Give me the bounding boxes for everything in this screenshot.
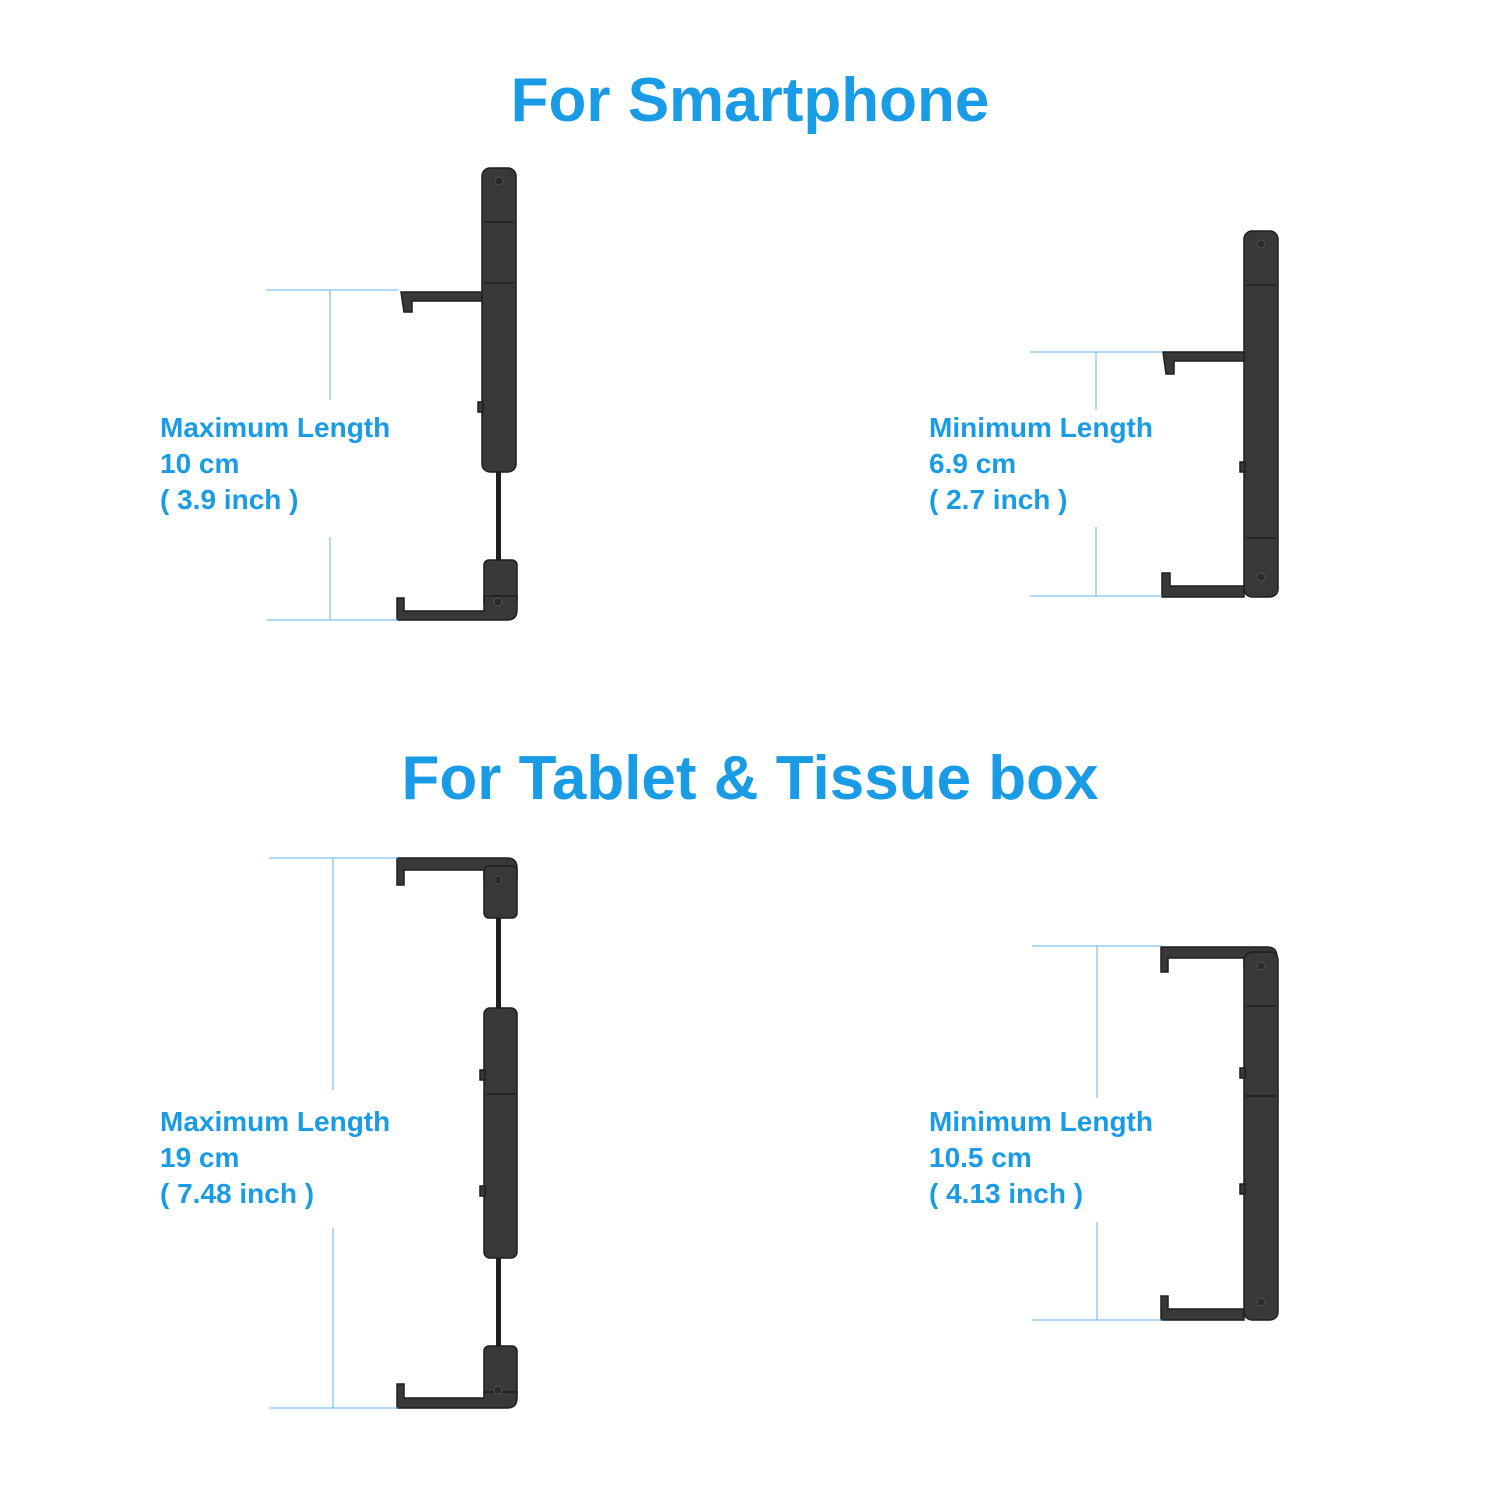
screw-icon [1256,961,1266,971]
label-imperial: ( 7.48 inch ) [160,1178,315,1209]
label-title: Minimum Length [929,1106,1153,1137]
screw-icon [493,875,503,885]
extension-rod [496,1258,501,1348]
smartphone-heading: For Smartphone [510,66,990,135]
holder-tablet-max [396,857,518,1409]
holder-body [481,167,517,473]
upper-clamp-arm [400,291,483,313]
label-title: Maximum Length [160,412,391,443]
side-button [479,1185,486,1197]
side-button [1239,1067,1246,1079]
lower-clamp-arm [396,595,518,621]
screw-icon [493,1385,503,1395]
dimension-guide-smartphone-min [1030,351,1162,597]
holder-smartphone-min [1161,230,1279,598]
label-title: Maximum Length [160,1106,391,1137]
label-imperial: ( 4.13 inch ) [929,1178,1084,1209]
dimension-label-smartphone-min: Minimum Length 6.9 cm ( 2.7 inch ) [929,410,1153,518]
screw-icon [494,176,504,186]
label-metric: 6.9 cm [929,448,1017,479]
upper-clamp-arm [1162,351,1245,375]
label-imperial: ( 3.9 inch ) [160,484,299,515]
tablet-heading: For Tablet & Tissue box [401,744,1099,813]
label-metric: 10 cm [160,448,240,479]
screw-icon [1256,1297,1266,1307]
screw-icon [1256,239,1266,249]
holder-tablet-min [1160,946,1279,1321]
label-imperial: ( 2.7 inch ) [929,484,1068,515]
dimension-guide-tablet-max [269,857,398,1409]
screw-icon [1256,572,1266,582]
screw-icon [493,597,503,607]
holder-body [1243,951,1279,1321]
dimension-label-tablet-min: Minimum Length 10.5 cm ( 4.13 inch ) [929,1104,1153,1212]
dimension-guide-tablet-min [1032,945,1162,1321]
label-metric: 10.5 cm [929,1142,1032,1173]
holder-body [483,1007,518,1259]
lower-clamp-arm [396,1383,518,1409]
extension-rod [496,918,501,1010]
label-metric: 19 cm [160,1142,240,1173]
side-button [477,401,484,413]
dimension-label-tablet-max: Maximum Length 19 cm ( 7.48 inch ) [160,1104,390,1212]
label-title: Minimum Length [929,412,1153,443]
side-button [1239,1183,1246,1195]
upper-clamp-block [483,865,518,919]
dimension-label-smartphone-max: Maximum Length 10 cm ( 3.9 inch ) [160,410,390,518]
holder-body [1243,230,1279,598]
extension-rod [496,472,501,562]
holder-smartphone-max [396,167,518,621]
side-button [479,1069,486,1081]
lower-clamp-arm [1160,1295,1245,1321]
lower-clamp-arm [1161,572,1245,598]
dimension-guide-smartphone-max [266,289,398,621]
side-button [1239,461,1246,473]
